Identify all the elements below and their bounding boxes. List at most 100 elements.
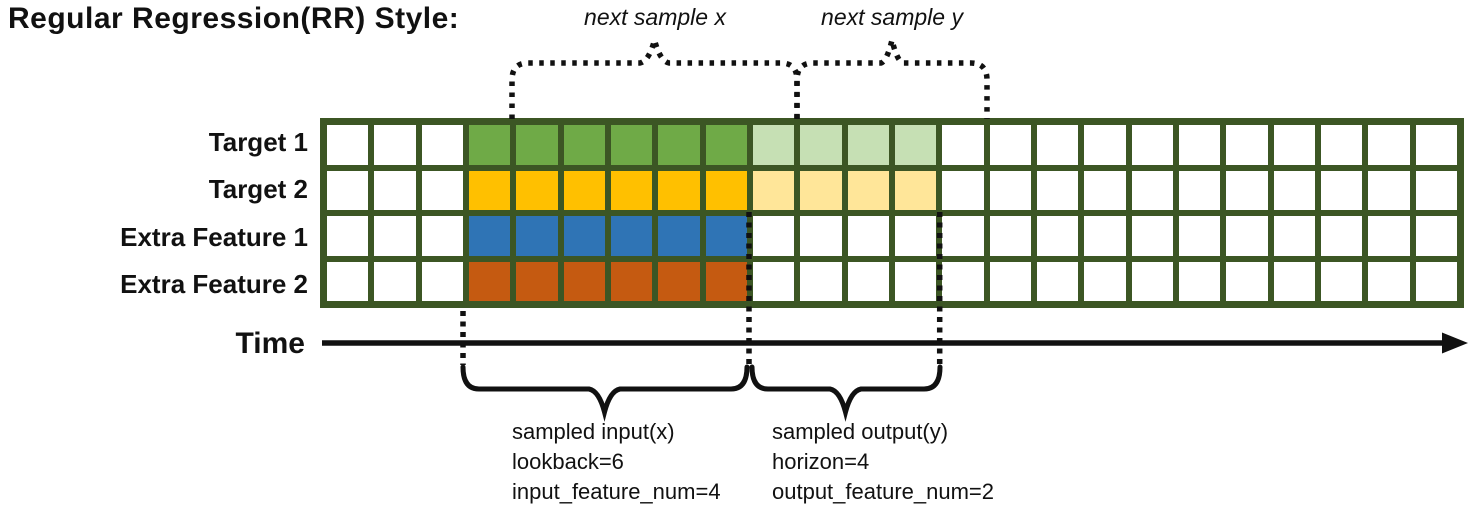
grid-cell [942,261,984,301]
grid-cell [1178,125,1221,165]
grid-cell [1084,216,1126,256]
grid-cell [1368,216,1410,256]
grid-cell [563,216,605,256]
grid-cell [563,125,605,165]
grid-cell [1415,261,1457,301]
next-sample-x-label: next sample x [584,4,726,30]
grid-cell [942,125,984,165]
grid-cell [1415,125,1457,165]
row-label-extra-feature-2: Extra Feature 2 [120,269,308,300]
grid-cell [942,216,984,256]
grid-cell [1131,170,1173,210]
row-label-extra-feature-1: Extra Feature 1 [120,221,308,252]
grid-cell [1226,170,1268,210]
next-sample-x-brace [509,29,800,119]
grid-cell [374,125,416,165]
grid-cell [989,261,1031,301]
sampled-input-line3: input_feature_num=4 [512,479,721,504]
row-label-target-2: Target 2 [208,174,308,205]
grid-cell [1368,170,1410,210]
grid-cell [610,261,653,301]
grid-cell [1084,261,1126,301]
grid-cell [1320,216,1363,256]
grid-cell [752,261,795,301]
grid-cell [1273,261,1315,301]
grid-cell [421,170,463,210]
grid-cell [610,170,653,210]
grid-cell [658,216,700,256]
grid-cell [847,261,889,301]
time-axis-arrowhead [1442,332,1468,354]
grid-cell [374,216,416,256]
sampled-output-line2: horizon=4 [772,449,870,474]
grid-cell [1368,261,1410,301]
grid-cell [468,216,511,256]
grid-cell [1273,170,1315,210]
grid-cell [705,261,747,301]
grid-cell [374,261,416,301]
sampled-input-line1: sampled input(x) [512,419,675,444]
grid-cell [1273,216,1315,256]
sampled-output-text: sampled output(y) horizon=4 output_featu… [772,417,994,507]
grid-cell [1226,216,1268,256]
grid-cell [847,216,889,256]
grid-cell [894,125,937,165]
grid-cell [327,261,369,301]
grid-cell [468,261,511,301]
grid-cell [1036,125,1079,165]
diagram-title: Regular Regression(RR) Style: [8,2,460,35]
grid-cell [610,125,653,165]
grid-cell [705,170,747,210]
grid-cell [1415,216,1457,256]
grid-cell [1084,125,1126,165]
grid-cell [1131,216,1173,256]
grid-cell [1226,261,1268,301]
sample-grid [320,118,1464,308]
grid-cell [610,216,653,256]
grid-cell [516,170,558,210]
sampled-input-line2: lookback=6 [512,449,624,474]
next-sample-y-brace [794,39,990,119]
grid-cell [705,125,747,165]
grid-cell [705,216,747,256]
grid-cell [421,216,463,256]
grid-cell [989,216,1031,256]
grid-cell [421,125,463,165]
grid-cell [658,170,700,210]
grid-cell [800,216,842,256]
grid-cell [1131,261,1173,301]
grid-cell [989,125,1031,165]
grid-cell [1084,170,1126,210]
grid-cell [1320,261,1363,301]
grid-cell [1226,125,1268,165]
grid-cell [327,216,369,256]
grid-cell [894,216,937,256]
grid-cell [1320,170,1363,210]
grid-cell [516,125,558,165]
grid-cell [800,261,842,301]
grid-cell [1036,170,1079,210]
grid-cell [563,261,605,301]
grid-cell [1320,125,1363,165]
grid-cell [989,170,1031,210]
grid-cell [800,125,842,165]
grid-cell [1178,261,1221,301]
grid-cell [1131,125,1173,165]
row-label-target-1: Target 1 [208,126,308,157]
time-axis-label: Time [235,327,305,360]
grid-cell [516,216,558,256]
grid-cell [847,170,889,210]
grid-cell [1273,125,1315,165]
grid-cell [421,261,463,301]
grid-cell [1178,216,1221,256]
grid-cell [516,261,558,301]
grid-cell [563,170,605,210]
grid-cell [894,170,937,210]
grid-cell [1178,170,1221,210]
grid-cell [658,125,700,165]
grid-cell [752,170,795,210]
grid-cell [658,261,700,301]
sampled-input-text: sampled input(x) lookback=6 input_featur… [512,417,721,507]
sampled-output-brace [749,364,943,422]
